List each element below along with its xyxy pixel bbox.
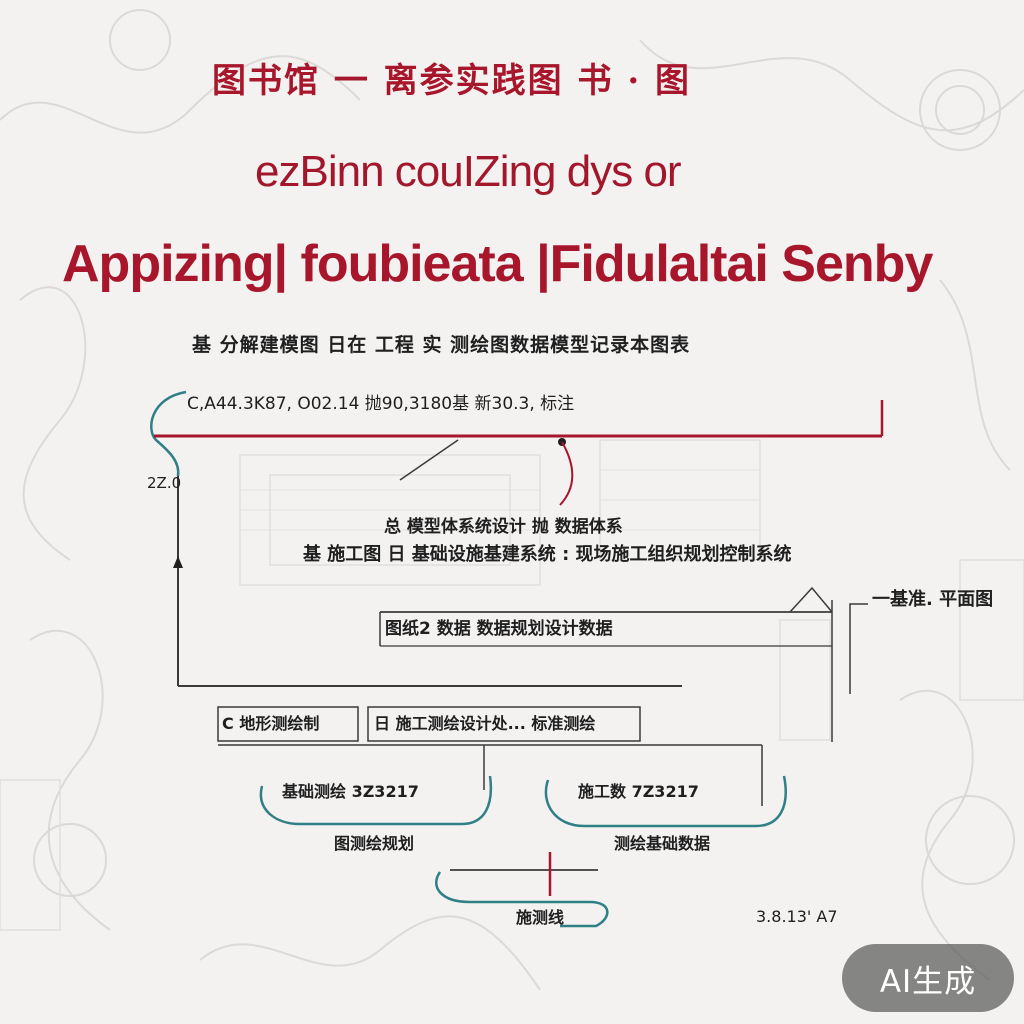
curve-left-label: 基础测绘 3Z3217 (282, 782, 419, 801)
top-left-bracket (150, 390, 187, 477)
subtitle: 基 分解建模图 日在 工程 实 测绘图数据模型记录本图表 (192, 334, 691, 356)
bottom-left-label: 图测绘规划 (334, 834, 415, 853)
bottom-right-label: 测绘基础数据 (614, 834, 711, 853)
right-label-bracket (849, 603, 868, 694)
ai-generated-badge: AI生成 (842, 944, 1014, 1012)
curved-red-pointer (559, 441, 574, 506)
bottom-center-label: 施测线 (516, 908, 565, 927)
box-right (367, 706, 641, 742)
chinese-header: 图书馆 一 离参实践图 书 · 图 (212, 61, 692, 101)
box-left (217, 706, 359, 742)
teal-curve-bottom (435, 871, 609, 928)
box-left-label: C 地形测绘制 (222, 714, 320, 733)
title-line-1: ezBinn couIZing dys or (255, 147, 682, 196)
title-line-2: Appizing| foubieata |Fidulaltai Senby (62, 235, 933, 293)
mid-text-line-2: 基 施工图 日 基础设施基建系统 : 现场施工组织规划控制系统 (303, 544, 792, 565)
side-number: 2Z.0 (147, 474, 182, 492)
diagonal-pointer (399, 439, 459, 481)
bar-label: 图纸2 数据 数据规划设计数据 (385, 619, 613, 639)
mid-text-line-1: 总 模型体系统设计 抛 数据体系 (384, 517, 623, 537)
curve-right-label: 施工数 7Z3217 (578, 782, 699, 801)
teal-curve-right (544, 775, 787, 828)
bottom-number: 3.8.13' A7 (756, 907, 838, 926)
ai-generated-label: AI生成 (879, 963, 977, 1000)
box-right-label: 日 施工测绘设计处... 标准测绘 (374, 714, 596, 733)
left-arrow-head (173, 556, 183, 568)
right-label: 一基准. 平面图 (872, 589, 994, 610)
coordinate-text: C,A44.3K87, O02.14 抛90,3180基 新30.3, 标注 (187, 394, 575, 414)
teal-curve-left (259, 775, 493, 826)
right-arrow-roof (789, 586, 833, 613)
